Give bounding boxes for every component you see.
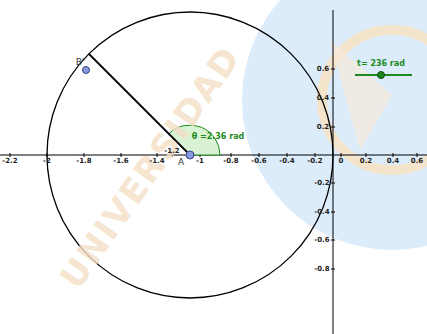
tick-mark [331,98,335,99]
tick-label: 0.6 [317,66,329,73]
tick-mark [331,212,335,213]
tick-mark [341,153,342,157]
tick-label: -0.2 [307,158,322,165]
tick-mark [331,240,335,241]
tick-label: -0.4 [279,158,294,165]
tick-mark [231,153,232,157]
tick-mark [10,153,11,157]
tick-mark [393,153,394,157]
tick-mark [366,153,367,157]
tick-mark [121,153,122,157]
angle-label: θ =2.36 rad [192,133,245,141]
slider-knob [378,72,385,79]
point-label: B' [76,58,85,67]
tick-mark [287,153,288,157]
tick-label: 0.4 [387,158,399,165]
tick-label: 0.4 [317,95,329,102]
tick-label: 0.6 [411,158,423,165]
y-axis [333,10,334,334]
tick-label: -2.2 [2,158,17,165]
tick-label: -0.4 [314,209,329,216]
tick-label: 0.2 [360,158,372,165]
tick-label: -0.6 [314,237,329,244]
watermark-shape [330,40,392,150]
watermark-ring [322,30,427,170]
tick-mark [331,127,335,128]
tick-label: -1.6 [113,158,128,165]
point-label: A [178,158,184,167]
tick-label: -1.2 [164,148,179,155]
tick-mark [331,269,335,270]
tick-mark [331,69,335,70]
tick-mark [259,153,260,157]
tick-label: -0.6 [251,158,266,165]
slider-label: t= 236 rad [357,60,405,68]
tick-mark [417,153,418,157]
tick-label: -0.8 [314,266,329,273]
tick-label: -1.4 [149,158,164,165]
tick-label: -2 [43,158,51,165]
tick-label: -1 [196,158,204,165]
tick-mark [331,183,335,184]
tick-label: -0.2 [314,180,329,187]
point-b [83,67,90,74]
point-a [186,151,194,159]
tick-label: 0.2 [317,124,329,131]
watermark-text: UNIVERSIDAD [54,40,246,294]
tick-label: -0.8 [223,158,238,165]
tick-mark [315,153,316,157]
tick-label: 0 [339,158,344,165]
tick-label: -1.8 [76,158,91,165]
tick-mark [84,153,85,157]
unit-circle [47,12,333,298]
watermark-logo [242,0,427,250]
